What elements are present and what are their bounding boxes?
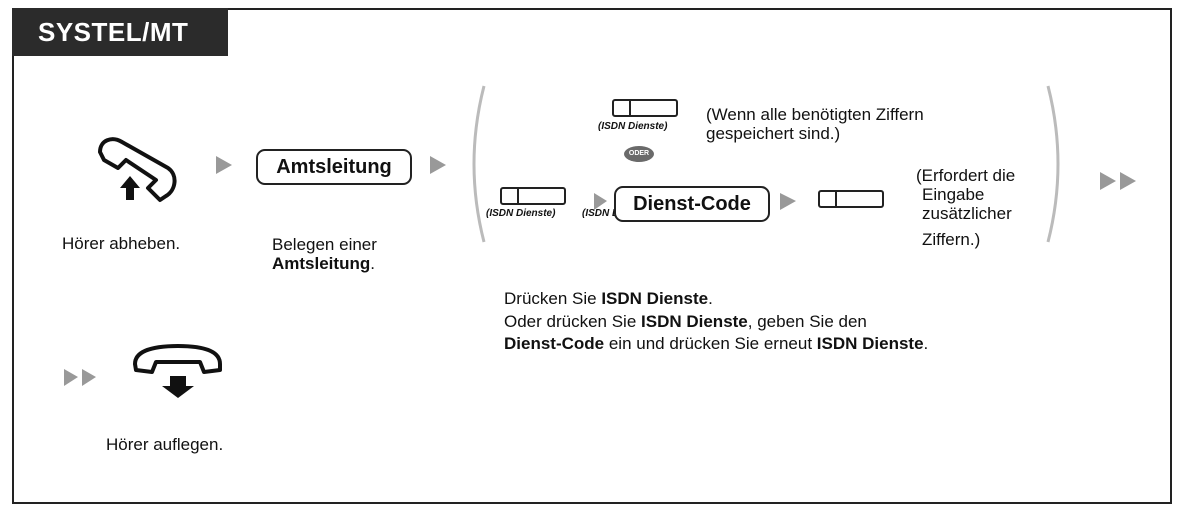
instr-1b: ISDN Dienste	[601, 289, 709, 308]
isdn-services-key-upper	[612, 99, 678, 117]
left-bracket	[472, 85, 486, 243]
instruction-line-2: Oder drücken Sie ISDN Dienste, geben Sie…	[504, 312, 867, 331]
isdn-services-key-final	[818, 190, 884, 208]
instr-3b: ein und drücken Sie erneut	[604, 334, 817, 353]
handset-lift-icon	[98, 137, 177, 202]
line-caption-1: Belegen einer	[272, 235, 377, 254]
instr-2a: Oder drücken Sie	[504, 312, 642, 331]
diagram-frame	[12, 8, 1172, 504]
instr-1c: .	[708, 289, 713, 308]
lower-note-4: Ziffern.)	[922, 230, 981, 249]
instr-3d: .	[923, 334, 929, 353]
lift-caption: Hörer abheben.	[62, 234, 181, 253]
line-caption-bold: Amtsleitung	[272, 254, 371, 273]
upper-note-1: (Wenn alle benötigten Ziffern	[706, 105, 924, 124]
line-caption-suffix: .	[370, 254, 375, 273]
amtsleitung-key: Amtsleitung	[256, 149, 412, 185]
handset-hangup-icon	[133, 344, 222, 398]
instr-1a: Drücken Sie	[504, 289, 602, 308]
isdn-services-key-lower	[500, 187, 566, 205]
step-arrow-icons	[64, 156, 1136, 386]
lower-note-2: Eingabe	[922, 185, 985, 204]
or-badge: ODER	[624, 146, 654, 162]
instr-2c: , geben Sie den	[747, 312, 867, 331]
isdn-services-label-upper: (ISDN Dienste)	[598, 121, 668, 132]
lower-note-1: (Erfordert die	[916, 166, 1016, 185]
line-caption-2: Amtsleitung.	[272, 254, 375, 273]
header-tab: SYSTEL/MT	[12, 8, 228, 56]
instruction-line-1: Drücken Sie ISDN Dienste.	[504, 289, 713, 308]
dienst-code-key: Dienst-Code	[614, 186, 770, 222]
isdn-services-label-lower-1: (ISDN Dienste)	[486, 208, 556, 219]
hangup-caption: Hörer auflegen.	[106, 435, 224, 454]
lower-note-3: zusätzlicher	[922, 204, 1012, 223]
right-bracket	[1046, 85, 1060, 243]
instr-2b: ISDN Dienste	[641, 312, 748, 331]
upper-note-2: gespeichert sind.)	[706, 124, 841, 143]
instr-3a: Dienst-Code	[504, 334, 605, 353]
instruction-line-3: Dienst-Code ein und drücken Sie erneut I…	[504, 334, 928, 353]
instr-3c: ISDN Dienste	[816, 334, 924, 353]
